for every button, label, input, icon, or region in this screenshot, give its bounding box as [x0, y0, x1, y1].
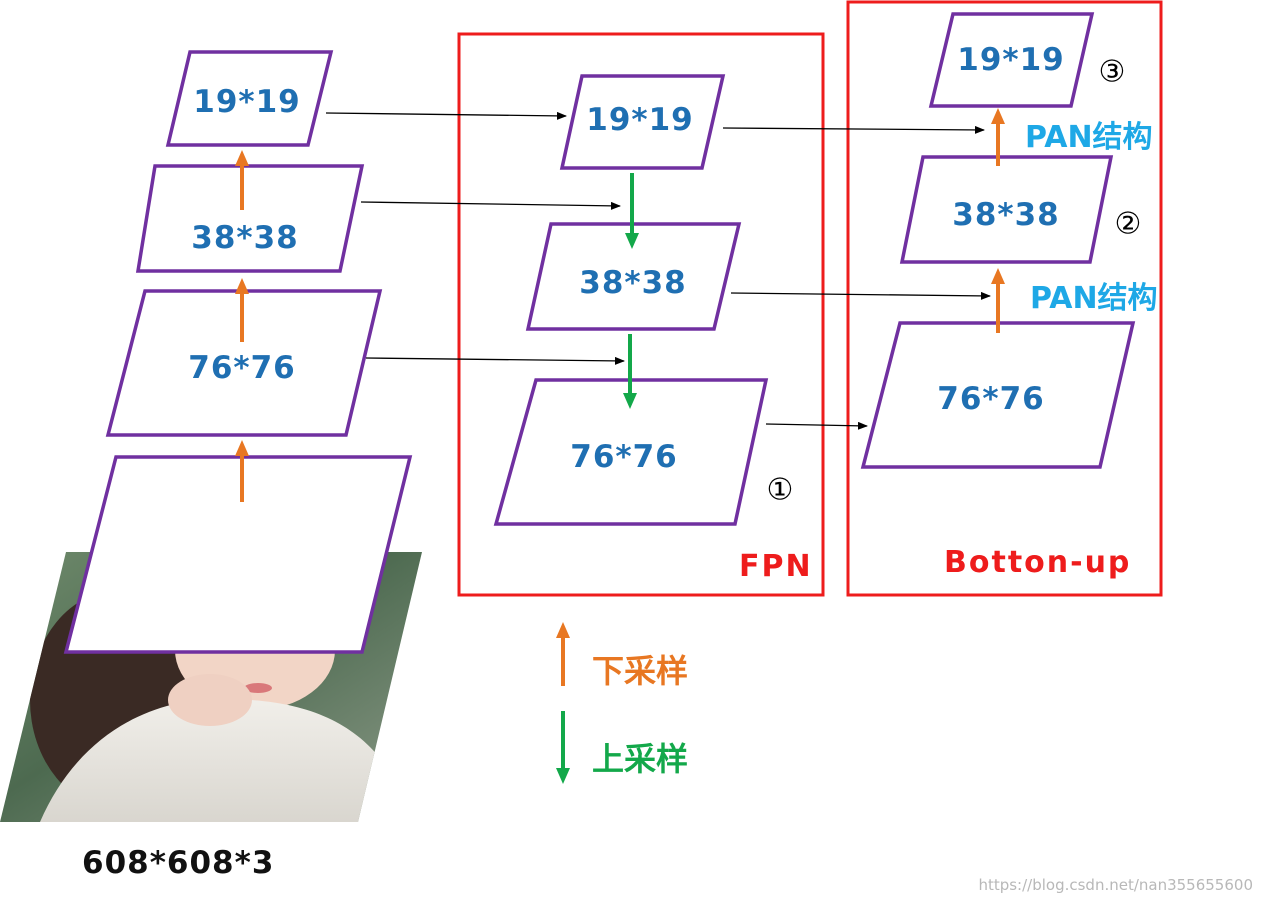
lateral-arrow	[722, 125, 985, 134]
legend-downsample-label: 下采样	[592, 652, 688, 690]
bottom-up-box-19	[928, 12, 1095, 108]
backbone-input-box	[63, 455, 413, 654]
fpn-label-19: 19*19	[586, 102, 694, 138]
bottom-up-label-76: 76*76	[937, 381, 1045, 417]
lateral-arrow	[325, 111, 567, 120]
backbone-label-76: 76*76	[188, 350, 296, 386]
bottom-up-label-38: 38*38	[952, 197, 1060, 233]
fpn-title: FPN	[739, 549, 813, 584]
bottom-up-box-76	[860, 321, 1136, 469]
lateral-arrow	[360, 201, 621, 210]
backbone-box-38	[135, 164, 365, 273]
bottom-up-title: Botton-up	[944, 545, 1131, 580]
fpn-frame: FPN 19*19 38*38 76*76 ①	[457, 32, 825, 597]
bottom-up-frame: Botton-up 19*19 38*38 76*76 ③ ② PAN结构 PA…	[846, 0, 1163, 597]
backbone-label-19: 19*19	[193, 84, 301, 120]
backbone-column: 76*76 38*38 19*19 608*608*3	[63, 50, 413, 881]
backbone-label-38: 38*38	[191, 220, 299, 256]
bottom-up-label-19: 19*19	[957, 42, 1065, 78]
fpn-box-76	[493, 378, 769, 526]
watermark: https://blog.csdn.net/nan355655600	[978, 876, 1253, 894]
pan-label-top: PAN结构	[1025, 120, 1153, 155]
lateral-arrow	[730, 291, 991, 300]
fpn-label-38: 38*38	[579, 265, 687, 301]
fpn-marker: ①	[767, 473, 794, 508]
backbone-box-76	[105, 289, 383, 437]
fpn-box-19	[559, 74, 726, 170]
fpn-box-38	[525, 222, 742, 331]
lateral-arrow	[765, 421, 868, 430]
bottom-up-box-38	[899, 155, 1114, 264]
lateral-arrow	[365, 356, 625, 365]
legend-upsample-label: 上采样	[592, 740, 688, 778]
input-size-label: 608*608*3	[82, 845, 274, 881]
backbone-box-19	[165, 50, 334, 147]
bottom-up-marker-2: ②	[1115, 207, 1142, 242]
bottom-up-marker-3: ③	[1099, 55, 1126, 90]
pan-label-bottom: PAN结构	[1030, 281, 1158, 316]
legend: 下采样 上采样	[556, 622, 688, 784]
fpn-label-76: 76*76	[570, 439, 678, 475]
